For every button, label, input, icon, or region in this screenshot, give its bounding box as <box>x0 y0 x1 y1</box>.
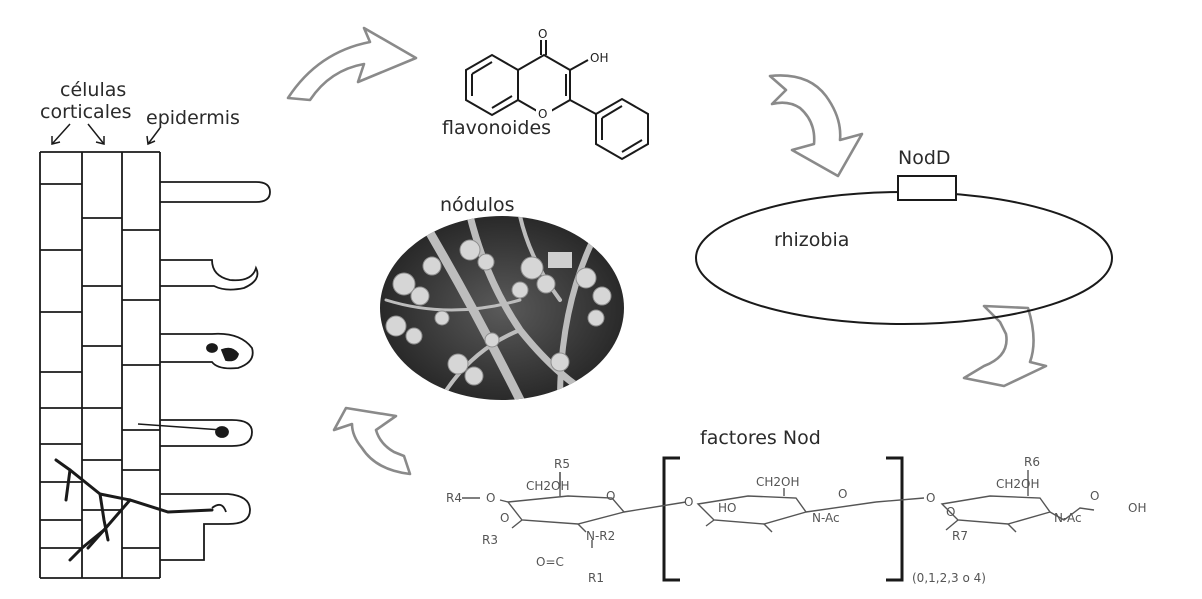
nod-unit3-ring-o: O <box>1090 489 1099 503</box>
flavonoid-structure: O OH O flavonoides <box>442 27 649 161</box>
bacterium-cell: NodD rhizobia <box>695 147 1113 325</box>
root-cell-diagram: células corticales epidermis <box>39 79 271 579</box>
nod-unit2-ring-o: O <box>838 487 847 501</box>
nod-o-r3: O <box>500 511 509 525</box>
nod-r6: R6 <box>1024 455 1040 469</box>
label-nodules: nódulos <box>440 194 515 216</box>
nod-link1-o: O <box>684 495 693 509</box>
pointer-arrows <box>51 123 161 146</box>
nod-factor-structure: factores Nod <box>446 427 1146 585</box>
nod-o-r4: O <box>486 491 495 505</box>
nod-r7: R7 <box>952 529 968 543</box>
nod-r3: R3 <box>482 533 498 547</box>
flavonoid-ring-o: O <box>538 107 547 121</box>
flavonoid-hydroxyl: OH <box>590 51 608 65</box>
label-cortical-cells-2: corticales <box>40 101 132 123</box>
nod-r4: R4 <box>446 491 462 505</box>
nod-oc: O=C <box>536 555 564 569</box>
cycle-arrow-icon-1 <box>286 26 418 102</box>
cell-walls <box>39 151 161 579</box>
nod-repeat-count: (0,1,2,3 o 4) <box>912 571 986 585</box>
repeat-brackets <box>662 456 904 582</box>
label-epidermis: epidermis <box>146 107 240 129</box>
label-nodd: NodD <box>898 147 951 169</box>
label-cortical-cells-1: células <box>60 79 126 101</box>
cycle-arrows <box>286 26 1048 476</box>
nod-unit3-oh: OH <box>1128 501 1146 515</box>
nod-unit1-ring-o: O <box>606 489 615 503</box>
nod-link2-o: O <box>926 491 935 505</box>
flavonoid-carbonyl-o: O <box>538 27 547 41</box>
nodd-protein-box <box>897 175 957 201</box>
root-hairs <box>137 181 271 561</box>
nod-unit3-nac: N-Ac <box>1054 511 1082 525</box>
nod-unit2-nac: N-Ac <box>812 511 840 525</box>
nod-unit1-ch2oh: CH2OH <box>526 479 570 493</box>
cycle-arrow-icon-4 <box>332 406 412 476</box>
nod-unit2-ch2oh: CH2OH <box>756 475 800 489</box>
nod-unit3-ch2oh: CH2OH <box>996 477 1040 491</box>
nod-r5: R5 <box>554 457 570 471</box>
nod-o-r7: O <box>946 505 955 519</box>
cycle-arrow-icon-3 <box>962 304 1048 388</box>
cycle-arrow-icon-2 <box>768 74 864 178</box>
nod-n-r2: N-R2 <box>586 529 615 543</box>
label-rhizobia: rhizobia <box>774 229 849 251</box>
label-nod-factors: factores Nod <box>700 427 821 449</box>
nod-r1: R1 <box>588 571 604 585</box>
infection-thread <box>54 458 214 562</box>
label-flavonoids: flavonoides <box>442 117 551 139</box>
nodule-photo: nódulos <box>380 194 624 400</box>
nod-unit2-ho: HO <box>718 501 736 515</box>
